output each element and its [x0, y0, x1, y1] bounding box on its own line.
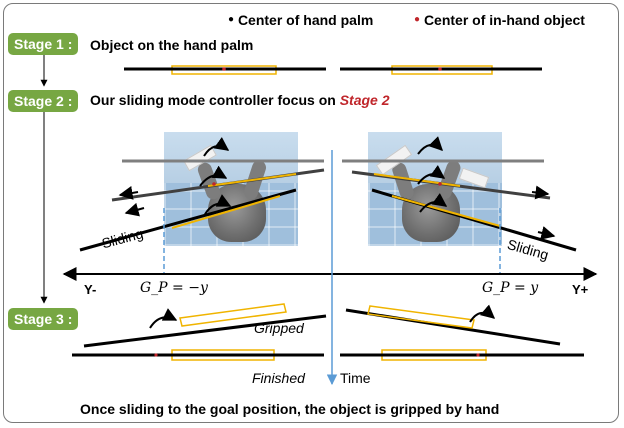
- stage-3-left-finished: [72, 349, 324, 361]
- stage-2-highlight: Stage 2: [339, 92, 390, 108]
- legend-object: ● Center of in-hand object: [414, 12, 585, 28]
- legend-object-dot-icon: ●: [414, 14, 421, 25]
- stage-3-badge: Stage 3 :: [8, 308, 79, 330]
- legend-palm-label: Center of hand palm: [237, 12, 374, 28]
- stage-2-right-palms: [351, 136, 577, 252]
- simulation-snapshot-left: [164, 132, 298, 246]
- stage-1-palm-right: [340, 65, 542, 75]
- stage-2-description: Our sliding mode controller focus on Sta…: [90, 92, 390, 108]
- legend-object-label: Center of in-hand object: [423, 12, 585, 28]
- stage-3-left-grip: [83, 303, 327, 348]
- stage-3-right-grip: [345, 304, 561, 346]
- stage-3-right-finished: [340, 349, 584, 361]
- figure-border: [3, 3, 619, 423]
- finished-label: Finished: [252, 370, 305, 386]
- axis-positive-label: Y+: [572, 282, 589, 297]
- legend-palm: ● Center of hand palm: [228, 12, 373, 28]
- goal-label-left: G_P = −y: [140, 280, 208, 296]
- stage-2-left-palms: [79, 136, 325, 252]
- goal-label-right: G_P = y: [482, 280, 539, 296]
- stage-2-badge: Stage 2 :: [8, 90, 79, 112]
- time-label: Time: [340, 370, 371, 386]
- legend-palm-dot-icon: ●: [228, 14, 235, 25]
- gripped-label: Gripped: [254, 320, 304, 336]
- axis-negative-label: Y-: [84, 282, 97, 297]
- stage-1-badge: Stage 1 :: [8, 33, 79, 55]
- stage-1-palm-left: [124, 65, 326, 75]
- stage-2-description-prefix: Our sliding mode controller focus on: [90, 92, 340, 108]
- figure-caption: Once sliding to the goal position, the o…: [80, 401, 500, 417]
- stage-1-description: Object on the hand palm: [90, 37, 254, 53]
